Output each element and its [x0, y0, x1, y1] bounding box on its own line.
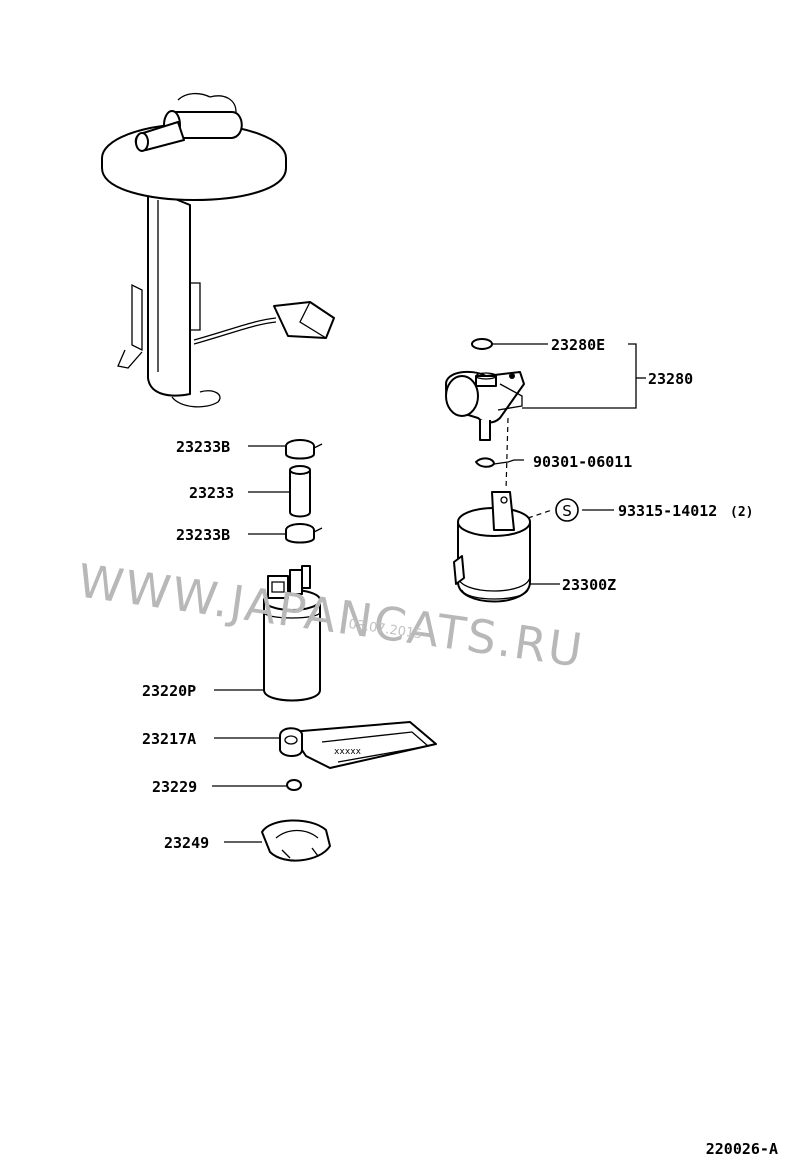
label-23280e[interactable]: 23280E — [551, 336, 605, 354]
ring-23229 — [286, 779, 302, 791]
label-23217a[interactable]: 23217A — [142, 730, 196, 748]
label-90301-06011[interactable]: 90301-06011 — [533, 453, 632, 471]
label-93315-qty: (2) — [730, 505, 753, 520]
fuel-pump-23220p — [263, 565, 321, 702]
clamp-23233b-top — [285, 439, 323, 460]
label-23229[interactable]: 23229 — [152, 778, 197, 796]
label-23220p[interactable]: 23220P — [142, 682, 196, 700]
leader-lines — [212, 343, 646, 843]
clamp-23233b-bottom — [285, 523, 323, 544]
filter-23217a: xxxxx — [279, 721, 437, 769]
clip-90301 — [475, 457, 495, 468]
label-23233b-top[interactable]: 23233B — [176, 438, 230, 456]
label-23280[interactable]: 23280 — [648, 370, 693, 388]
label-23233[interactable]: 23233 — [189, 484, 234, 502]
hose-23233 — [289, 465, 311, 518]
filter-hatch: xxxxx — [334, 747, 362, 757]
label-23233b-bottom[interactable]: 23233B — [176, 526, 230, 544]
reference-code: 220026-A — [706, 1140, 778, 1158]
pump-bracket-assembly — [101, 92, 335, 408]
s-mark-circle — [555, 498, 579, 522]
s-mark-text: S — [562, 502, 572, 520]
fuel-chamber-23300z — [453, 491, 531, 603]
label-23249[interactable]: 23249 — [164, 834, 209, 852]
cushion-23249 — [261, 819, 331, 862]
pressure-regulator-23280 — [445, 338, 525, 441]
o-ring-23280e — [471, 338, 493, 350]
label-93315-14012[interactable]: 93315-14012 — [618, 502, 717, 520]
label-23300z[interactable]: 23300Z — [562, 576, 616, 594]
